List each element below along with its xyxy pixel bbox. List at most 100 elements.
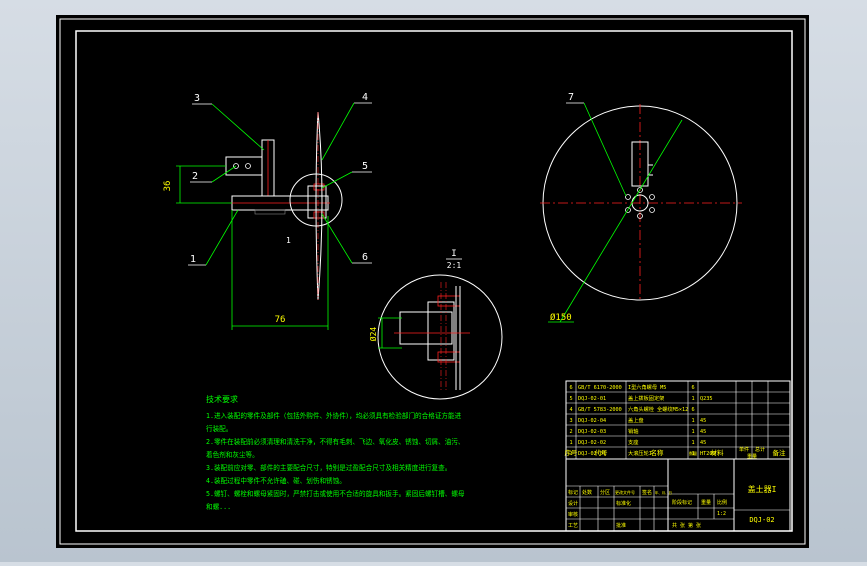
bom-cell-qty: 1 bbox=[691, 429, 694, 435]
note-line: 行装配。 bbox=[206, 424, 232, 433]
callout-1b: 1 bbox=[286, 236, 291, 245]
callout-2: 2 bbox=[192, 171, 198, 182]
dia-150-label: Ø150 bbox=[550, 312, 572, 323]
tb-drawing-name: 盖土器I bbox=[748, 484, 777, 494]
tb-sheets: 共 张 第 张 bbox=[672, 522, 701, 529]
bom-cell-name: 支座 bbox=[628, 438, 638, 446]
dim-36-label: 36 bbox=[163, 181, 173, 192]
bom-cell-name: 六角头螺栓 全螺纹M5×12 bbox=[628, 405, 688, 413]
detail-circle-marker bbox=[289, 173, 343, 227]
bom-cell-qty: 1 bbox=[691, 418, 694, 424]
note-line: 2.零件在装配前必须清理和清洗干净，不得有毛刺、飞边、氧化皮、锈蚀、切屑、油污、 bbox=[206, 437, 465, 446]
tb-scale: 比例 bbox=[717, 499, 727, 506]
bom-cell-qty: 6 bbox=[691, 407, 694, 413]
tb-standard: 标准化 bbox=[616, 500, 631, 507]
bom-cell-no: 5 bbox=[569, 396, 572, 402]
bom-cell-name: 销轴 bbox=[628, 427, 638, 435]
dimension-36: 36 bbox=[163, 165, 232, 204]
bom-h-remark: 备注 bbox=[773, 448, 787, 457]
bom-h-unit: 单件 bbox=[739, 446, 749, 453]
side-view: Ø150 7 bbox=[540, 92, 742, 323]
bom-h-wt: 重量 bbox=[747, 453, 757, 460]
bom-h-mat: 材料 bbox=[711, 448, 725, 457]
bom-cell-no: 2 bbox=[569, 429, 572, 435]
bom-cell-qty: 1 bbox=[691, 451, 694, 457]
bom-cell-name: 盖上拨板固定架 bbox=[628, 394, 664, 402]
bom-h-total: 总计 bbox=[755, 446, 765, 453]
tb-approve: 批准 bbox=[616, 522, 626, 529]
tb-date: 年、月、日 bbox=[655, 490, 672, 495]
callout-1: 1 bbox=[190, 254, 196, 265]
bom-cell-no: 3 bbox=[569, 418, 572, 424]
bom-cell-code: DQJ-02-04 bbox=[578, 418, 606, 424]
notes-title: 技术要求 bbox=[206, 394, 238, 404]
bom-cell-code: DQJ-02-01 bbox=[578, 396, 606, 402]
detail-view: I 2:1 Ø24 bbox=[368, 249, 503, 400]
detail-scale: 2:1 bbox=[447, 261, 462, 270]
bom-h-no: 序号 bbox=[565, 448, 579, 457]
bom-cell-code: GB/T 5783-2000 bbox=[578, 407, 622, 413]
bom-cell-name: I型六角螺母 M5 bbox=[628, 383, 666, 391]
bom-cell-code: GB/T 6170-2000 bbox=[578, 385, 622, 391]
bom-cell-qty: 1 bbox=[691, 396, 694, 402]
title-block-labels: 标记 处数 分区 更改文件号 签名 年、月、日 设计 标准化 阶段标记 重量 比… bbox=[568, 489, 727, 529]
detail-dim-label: Ø24 bbox=[368, 327, 378, 342]
front-view bbox=[225, 111, 343, 301]
tb-review: 审核 bbox=[568, 511, 578, 518]
note-line: 着色剂和灰尘等。 bbox=[206, 450, 259, 459]
bom-cell-mat: 45 bbox=[700, 418, 706, 424]
bom-cell-qty: 6 bbox=[691, 385, 694, 391]
bom-cell-mat: 45 bbox=[700, 429, 706, 435]
note-line: 5.螺钉、螺栓和螺母紧固时，严禁打击或使用不合适的旋具和扳手。紧固后螺钉槽、螺母 bbox=[206, 489, 465, 498]
bom-cell-mat: Q235 bbox=[700, 396, 713, 402]
bom-cell-mat: 45 bbox=[700, 440, 706, 446]
bom-cell-no: 6 bbox=[569, 385, 572, 391]
bom-h-code: 代号 bbox=[595, 448, 609, 457]
outer-frame bbox=[59, 18, 806, 545]
bom-cell-code: DQJ-02-01 bbox=[578, 451, 606, 457]
note-line: 3.装配前应对零、部件的主要配合尺寸，特别是过盈配合尺寸及相关精度进行复查。 bbox=[206, 463, 451, 472]
bom-h-qty: 数量 bbox=[689, 450, 697, 456]
callout-5: 5 bbox=[362, 161, 368, 172]
callout-6: 6 bbox=[362, 252, 368, 263]
technical-notes: 技术要求 1.进入装配的零件及部件（包括外购件、外协件），均必须具有检验部门的合… bbox=[206, 394, 465, 511]
tb-design: 设计 bbox=[568, 500, 578, 507]
note-line: 1.进入装配的零件及部件（包括外购件、外协件），均必须具有检验部门的合格证方能进 bbox=[206, 411, 462, 420]
callout-7: 7 bbox=[568, 92, 574, 103]
tb-count: 处数 bbox=[582, 489, 592, 496]
bom-cell-code: DQJ-02-03 bbox=[578, 429, 606, 435]
title-block: 标记 处数 分区 更改文件号 签名 年、月、日 设计 标准化 阶段标记 重量 比… bbox=[565, 458, 791, 532]
bom-cell-no: 4 bbox=[569, 407, 572, 413]
bom-cell-qty: 1 bbox=[691, 440, 694, 446]
tb-weight: 重量 bbox=[701, 499, 711, 506]
bom-cell-name: 大滚压轮I bbox=[628, 449, 652, 457]
bom-cell-mat: HT200 bbox=[700, 451, 716, 457]
detail-circle bbox=[377, 274, 503, 400]
tb-stage: 阶段标记 bbox=[672, 499, 692, 506]
bom-cell-no: 1 bbox=[569, 440, 572, 446]
callouts-front: 3 2 1 4 5 6 1 bbox=[188, 92, 372, 266]
note-line: 4.装配过程中零件不允许磕、碰、划伤和锈蚀。 bbox=[206, 476, 346, 485]
tb-scale-val: 1:2 bbox=[717, 511, 726, 517]
bom-header: 序号 代号 名称 数量 材料 单件 总计 重量 备注 bbox=[565, 446, 787, 460]
callout-3: 3 bbox=[194, 93, 200, 104]
bom-cell-no: 1 bbox=[569, 451, 572, 457]
tb-zone: 分区 bbox=[600, 489, 610, 496]
dimension-76: 76 bbox=[231, 210, 329, 330]
detail-label-i: I bbox=[451, 249, 456, 259]
callout-4: 4 bbox=[362, 92, 368, 103]
bom-cell-code: DQJ-02-02 bbox=[578, 440, 606, 446]
bom-h-name: 名称 bbox=[651, 448, 665, 457]
bom-cell-name: 盖上盘 bbox=[628, 416, 644, 424]
tb-process: 工艺 bbox=[568, 523, 578, 529]
dim-76-label: 76 bbox=[275, 315, 286, 325]
tb-mark: 标记 bbox=[568, 489, 578, 496]
tb-sign: 签名 bbox=[642, 489, 652, 496]
inner-frame bbox=[75, 30, 793, 532]
tb-drawing-no: DQJ-02 bbox=[749, 516, 774, 524]
tb-change: 更改文件号 bbox=[615, 489, 635, 495]
